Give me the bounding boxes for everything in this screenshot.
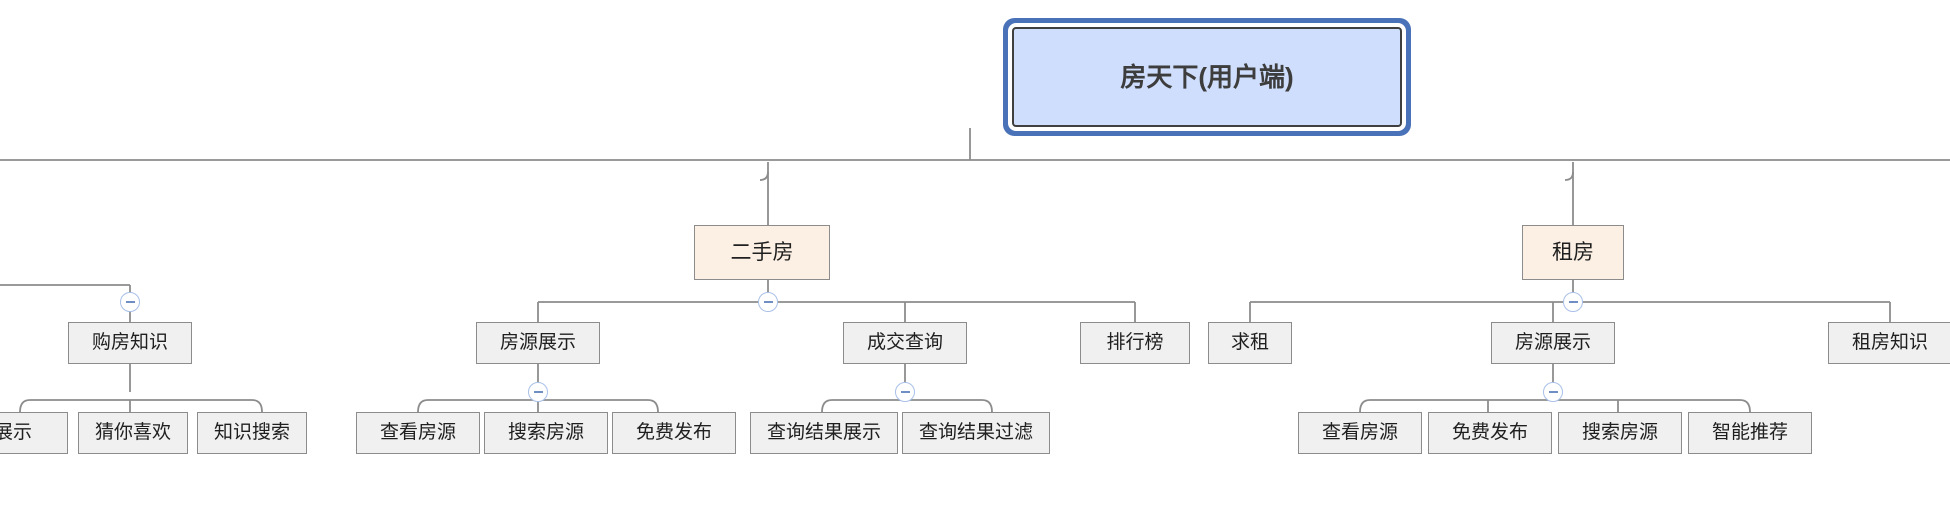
leaf-zufang-sousuofangyuan-label: 搜索房源 (1581, 421, 1658, 443)
node-goufangzhishi-label: 购房知识 (91, 331, 168, 353)
minus-circle-icon-ershoufang-fangyuanzhanshi[interactable] (528, 382, 548, 402)
minus-circle-icon-zufang[interactable] (1563, 292, 1583, 312)
minus-glyph (900, 391, 910, 393)
node-goufangzhishi[interactable]: 购房知识 (68, 322, 192, 364)
leaf-chaxunjieguoguolv-label: 查询结果过滤 (918, 421, 1033, 443)
minus-circle-icon-ershoufang-chengjiaochaxun[interactable] (895, 382, 915, 402)
leaf-ershoufang-mianfeifabu-label: 免费发布 (635, 421, 712, 443)
node-zufang-zufangzhishi[interactable]: 租房知识 (1828, 322, 1950, 364)
node-zufang-label: 租房 (1552, 240, 1594, 264)
leaf-zufang-sousuofangyuan[interactable]: 搜索房源 (1558, 412, 1682, 454)
leaf-offscreen-zhanshi-label: 展示 (0, 421, 32, 443)
node-ershoufang-paihangbang-label: 排行榜 (1106, 331, 1164, 353)
leaf-zufang-mianfeifabu-label: 免费发布 (1451, 421, 1528, 443)
leaf-zufang-chakanfangyuan[interactable]: 查看房源 (1298, 412, 1422, 454)
leaf-ershoufang-chakanfangyuan[interactable]: 查看房源 (356, 412, 480, 454)
wire-spine-left-tail (0, 160, 768, 180)
node-ershoufang-chengjiaochaxun-label: 成交查询 (866, 331, 943, 353)
leaf-ershoufang-sousuofangyuan-label: 搜索房源 (507, 421, 584, 443)
node-zufang-fangyuanzhanshi-label: 房源展示 (1514, 331, 1591, 353)
leaf-zhishisousuo[interactable]: 知识搜索 (197, 412, 307, 454)
leaf-chaxunjieguoguolv[interactable]: 查询结果过滤 (902, 412, 1050, 454)
wire-goufangzhishi-bar (19, 399, 263, 413)
minus-glyph (1568, 301, 1578, 303)
minus-circle-icon-zufang-fangyuanzhanshi[interactable] (1543, 382, 1563, 402)
node-zufang-zufangzhishi-label: 租房知识 (1851, 331, 1928, 353)
leaf-chaxunjieguozhanshi[interactable]: 查询结果展示 (750, 412, 898, 454)
leaf-zufang-zhinengtuijian[interactable]: 智能推荐 (1688, 412, 1812, 454)
leaf-ershoufang-mianfeifabu[interactable]: 免费发布 (612, 412, 736, 454)
leaf-offscreen-zhanshi[interactable]: 展示 (0, 412, 68, 454)
node-zufang-qiuzu[interactable]: 求租 (1208, 322, 1292, 364)
node-zufang[interactable]: 租房 (1522, 225, 1624, 280)
node-ershoufang-label: 二手房 (730, 240, 794, 264)
minus-circle-icon-goufangzhishi[interactable] (120, 292, 140, 312)
leaf-caonixihuan[interactable]: 猜你喜欢 (78, 412, 188, 454)
node-zufang-qiuzu-label: 求租 (1230, 331, 1269, 353)
node-root[interactable]: 房天下(用户端) (1012, 27, 1402, 127)
leaf-zufang-mianfeifabu[interactable]: 免费发布 (1428, 412, 1552, 454)
node-ershoufang-fangyuanzhanshi[interactable]: 房源展示 (476, 322, 600, 364)
minus-glyph (1548, 391, 1558, 393)
leaf-ershoufang-sousuofangyuan[interactable]: 搜索房源 (484, 412, 608, 454)
node-zufang-fangyuanzhanshi[interactable]: 房源展示 (1491, 322, 1615, 364)
node-ershoufang-paihangbang[interactable]: 排行榜 (1080, 322, 1190, 364)
node-root-label: 房天下(用户端) (1120, 61, 1294, 92)
node-ershoufang-fangyuanzhanshi-label: 房源展示 (499, 331, 576, 353)
leaf-caonixihuan-label: 猜你喜欢 (94, 421, 171, 443)
leaf-zufang-chakanfangyuan-label: 查看房源 (1321, 421, 1398, 443)
wire-spine-to-ershoufang-curve (759, 162, 769, 181)
minus-glyph (533, 391, 543, 393)
minus-circle-icon-ershoufang[interactable] (758, 292, 778, 312)
node-ershoufang-chengjiaochaxun[interactable]: 成交查询 (843, 322, 967, 364)
leaf-chaxunjieguozhanshi-label: 查询结果展示 (766, 421, 881, 443)
leaf-zhishisousuo-label: 知识搜索 (213, 421, 290, 443)
wire-spine-to-zufang-curve (1564, 162, 1574, 181)
leaf-ershoufang-chakanfangyuan-label: 查看房源 (379, 421, 456, 443)
minus-glyph (763, 301, 773, 303)
minus-glyph (125, 301, 135, 303)
node-ershoufang[interactable]: 二手房 (694, 225, 830, 280)
leaf-zufang-zhinengtuijian-label: 智能推荐 (1711, 421, 1788, 443)
wire-dummy (760, 160, 768, 180)
